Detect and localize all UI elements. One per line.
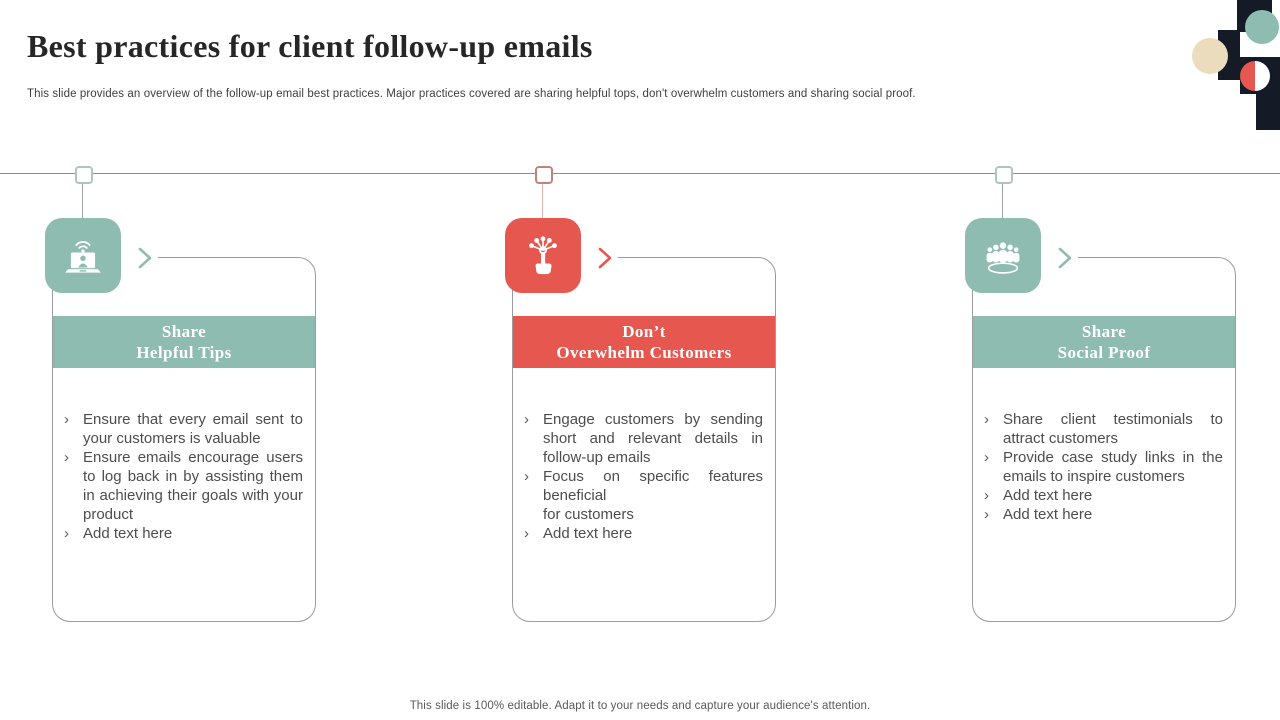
bullet-text: Ensure that every email sent to your cus… (83, 411, 303, 447)
bullet-marker-icon: › (984, 411, 989, 428)
border-gap (118, 254, 158, 261)
people-group-icon (965, 218, 1041, 293)
bullet-item: › Engage customers by sending short and r… (513, 410, 763, 467)
chevron-right-icon (138, 247, 152, 269)
bullet-marker-icon: › (984, 449, 989, 466)
tap-network-icon (505, 218, 581, 293)
bullet-item: › Share client testimonials to attract cu… (973, 410, 1223, 448)
timeline-node (995, 166, 1013, 184)
deco-beige-circle (1192, 38, 1228, 74)
chevron-right-icon (1058, 247, 1072, 269)
bullet-item: › Add text here (973, 486, 1223, 505)
card-header-band: Share Helpful Tips (53, 316, 315, 368)
border-gap (1038, 254, 1078, 261)
bullet-item: › Add text here (973, 505, 1223, 524)
bullet-text: Ensure emails encourage users to log bac… (83, 449, 303, 523)
bullet-text: Add text here (83, 525, 173, 542)
bullet-marker-icon: › (524, 468, 529, 485)
bullet-list: › Share client testimonials to attract cu… (973, 410, 1235, 524)
practice-column-share-social-proof: Share Social Proof › Share client testimo… (965, 150, 1236, 650)
bullet-item: › Add text here (53, 524, 303, 543)
card-heading-line2: Overwhelm Customers (556, 343, 732, 362)
bullet-item: › Ensure emails encourage users to log ba… (53, 448, 303, 524)
bullet-marker-icon: › (984, 487, 989, 504)
node-connector-line (82, 182, 83, 218)
card-header-band: Share Social Proof (973, 316, 1235, 368)
bullet-text: Focus on specific features beneficial fo… (543, 468, 763, 523)
page-title: Best practices for client follow-up emai… (27, 28, 593, 64)
card-heading-line1: Share (161, 321, 207, 341)
bullet-marker-icon: › (64, 449, 69, 466)
card-heading-line1: Don’t (622, 321, 666, 341)
card-heading-line2: Social Proof (1057, 343, 1151, 362)
deco-dark-square (1256, 94, 1280, 130)
bullet-item: › Add text here (513, 524, 763, 543)
bullet-marker-icon: › (64, 411, 69, 428)
practice-column-dont-overwhelm: Don’t Overwhelm Customers › Engage custom… (505, 150, 776, 650)
bullet-marker-icon: › (524, 525, 529, 542)
webinar-laptop-icon (45, 218, 121, 293)
bullet-marker-icon: › (524, 411, 529, 428)
card-heading-line2: Helpful Tips (136, 343, 232, 362)
bullet-text: Engage customers by sending short and re… (543, 411, 763, 466)
card-heading-line1: Share (1081, 321, 1127, 341)
bullet-list: › Ensure that every email sent to your cu… (53, 410, 315, 543)
practice-column-share-helpful-tips: Share Helpful Tips › Ensure that every em… (45, 150, 316, 650)
practice-card: Share Social Proof › Share client testimo… (972, 257, 1236, 622)
bullet-marker-icon: › (984, 506, 989, 523)
bullet-list: › Engage customers by sending short and r… (513, 410, 775, 543)
bullet-item: › Ensure that every email sent to your cu… (53, 410, 303, 448)
practice-card: Don’t Overwhelm Customers › Engage custom… (512, 257, 776, 622)
bullet-text: Share client testimonials to attract cus… (1003, 411, 1223, 447)
card-header-band: Don’t Overwhelm Customers (513, 316, 775, 368)
deco-half-red-circle (1240, 61, 1270, 91)
bullet-text: Provide case study links in the emails t… (1003, 449, 1223, 485)
node-connector-line (1002, 182, 1003, 218)
border-gap (578, 254, 618, 261)
bullet-text: Add text here (1003, 506, 1093, 523)
bullet-text: Add text here (543, 525, 633, 542)
chevron-right-icon (598, 247, 612, 269)
timeline-node (535, 166, 553, 184)
bullet-text: Add text here (1003, 487, 1093, 504)
bullet-item: › Focus on specific features beneficial f… (513, 467, 763, 524)
bullet-marker-icon: › (64, 525, 69, 542)
footer-note: This slide is 100% editable. Adapt it to… (409, 700, 871, 712)
node-connector-line (542, 182, 543, 218)
timeline-line (0, 173, 1280, 174)
slide-subtitle: This slide provides an overview of the f… (27, 88, 916, 100)
practice-card: Share Helpful Tips › Ensure that every em… (52, 257, 316, 622)
bullet-item: › Provide case study links in the emails … (973, 448, 1223, 486)
deco-teal-circle (1245, 10, 1279, 44)
timeline-node (75, 166, 93, 184)
